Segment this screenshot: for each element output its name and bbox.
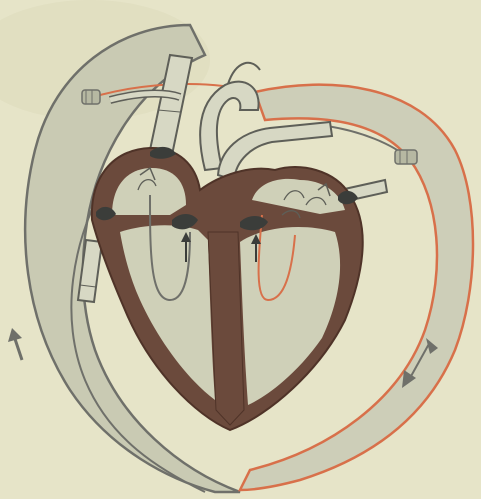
left-lung-node [82, 90, 100, 104]
right-lung-node [395, 150, 417, 164]
